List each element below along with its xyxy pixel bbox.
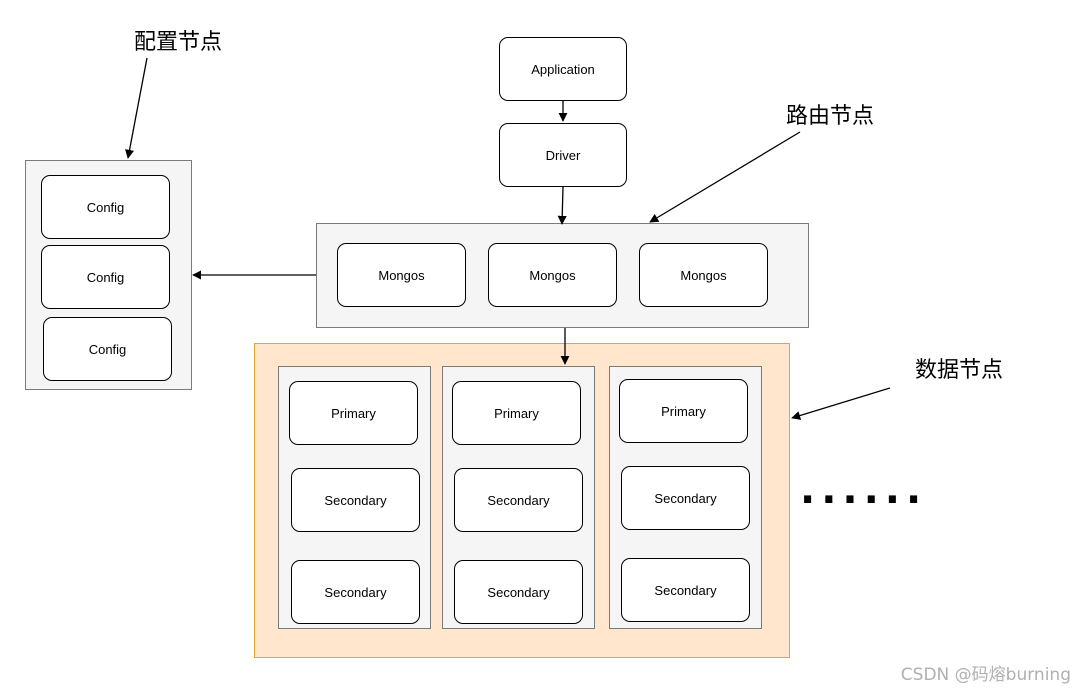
secondary-node: Secondary (454, 560, 583, 624)
config-node-2: Config (41, 245, 170, 309)
config-node-1: Config (41, 175, 170, 239)
config-nodes-label: 配置节点 (134, 30, 223, 55)
mongos-node-2: Mongos (488, 243, 617, 307)
pointer-router-label (649, 131, 801, 223)
arrow-driver-to-mongos (557, 186, 567, 225)
pointer-data-label (791, 387, 891, 420)
secondary-node: Secondary (291, 560, 420, 624)
config-node-3: Config (43, 317, 172, 381)
mongos-node-1: Mongos (337, 243, 466, 307)
mongos-node-3: Mongos (639, 243, 768, 307)
primary-node: Primary (619, 379, 748, 443)
secondary-node: Secondary (454, 468, 583, 532)
more-shards-ellipsis: ...... (800, 467, 928, 513)
router-nodes-label: 路由节点 (786, 104, 875, 129)
driver-node: Driver (499, 123, 627, 187)
pointer-config-label (125, 57, 148, 159)
primary-node: Primary (289, 381, 418, 445)
data-nodes-label: 数据节点 (915, 358, 1004, 383)
watermark: CSDN @码熔burning (900, 665, 1071, 685)
application-node: Application (499, 37, 627, 101)
secondary-node: Secondary (621, 466, 750, 530)
secondary-node: Secondary (291, 468, 420, 532)
secondary-node: Secondary (621, 558, 750, 622)
primary-node: Primary (452, 381, 581, 445)
